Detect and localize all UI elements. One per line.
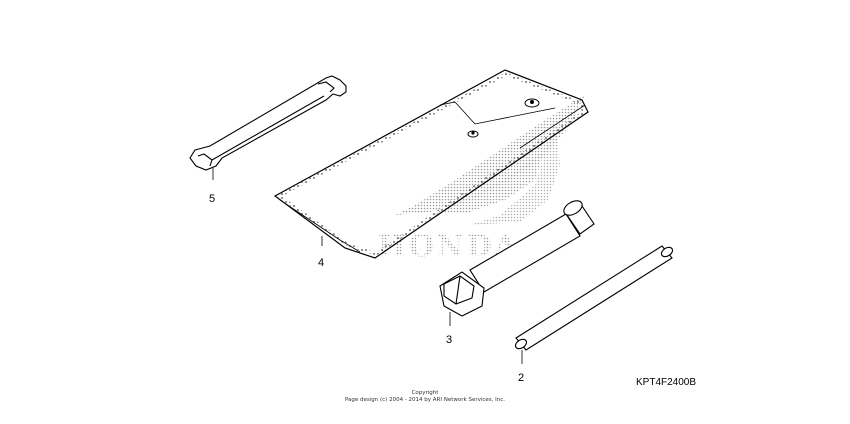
callout-5: 5 <box>209 193 215 205</box>
callout-3: 3 <box>446 334 452 346</box>
callout-2: 2 <box>518 372 524 384</box>
handle-bar <box>514 245 674 351</box>
socket-wrench <box>439 200 595 317</box>
open-end-wrench <box>189 75 347 171</box>
copyright-line-2: Page design (c) 2004 - 2014 by ARI Netwo… <box>344 397 506 403</box>
tool-bag <box>273 69 589 259</box>
diagram-code: KPT4F2400B <box>636 377 696 388</box>
callout-4: 4 <box>318 257 324 269</box>
copyright-line-1: Copyright <box>411 390 439 396</box>
